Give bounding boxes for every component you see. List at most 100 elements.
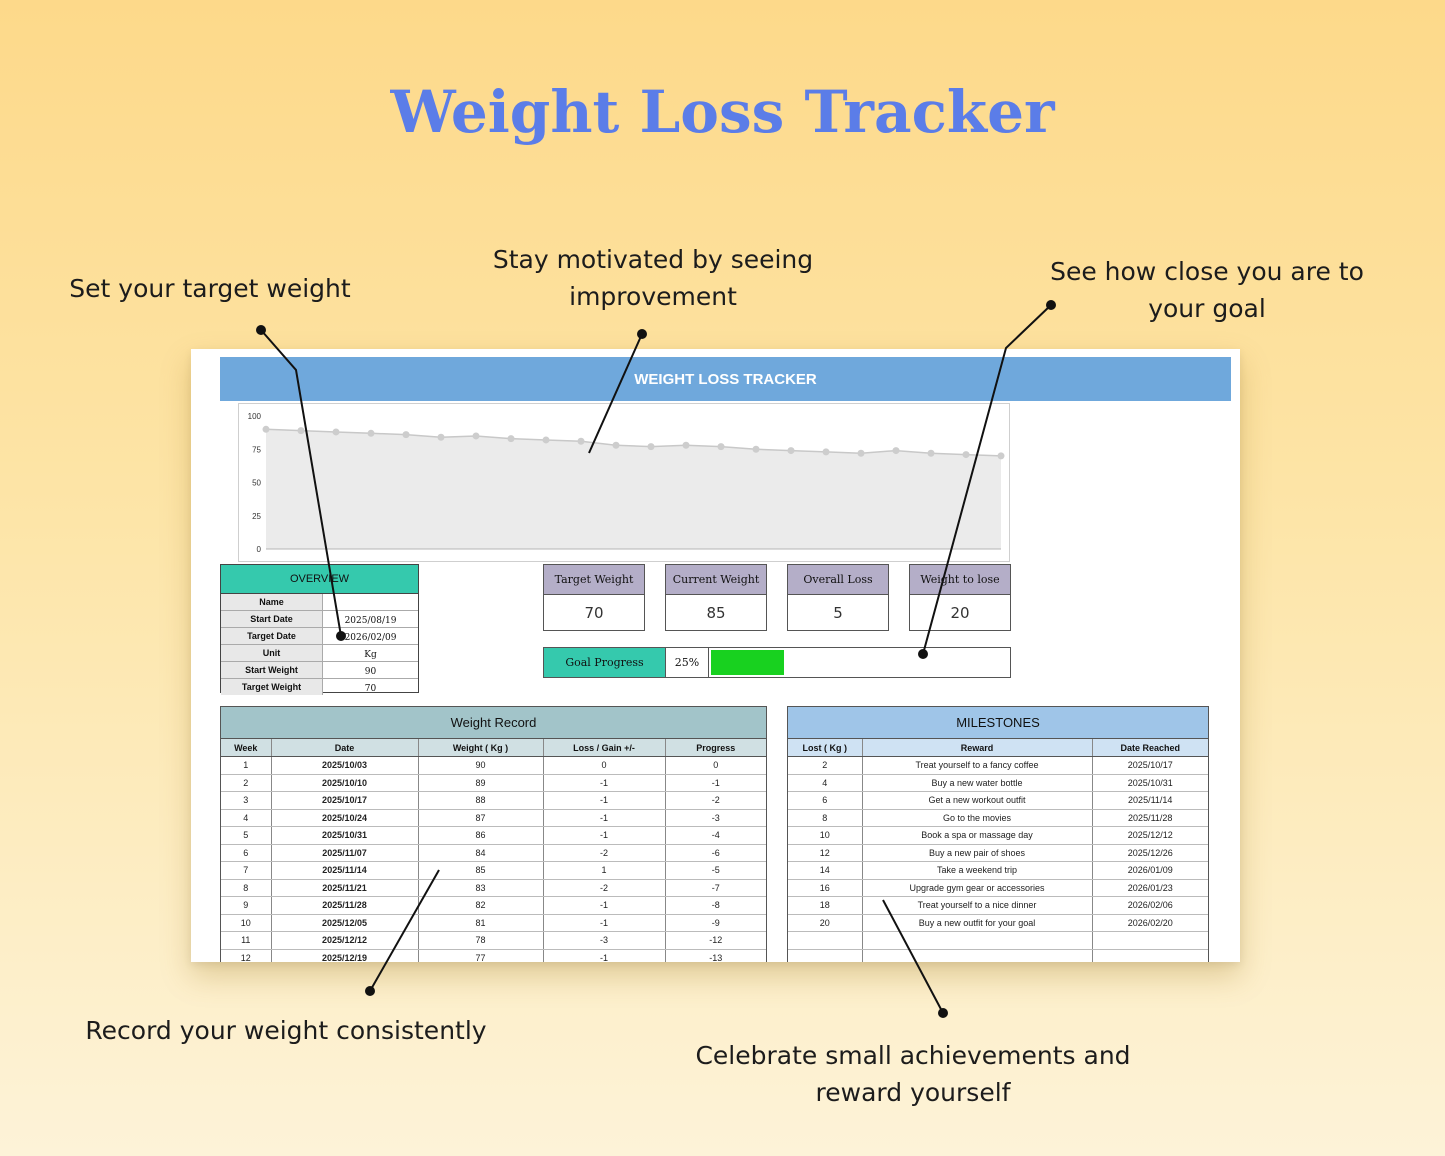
cell-date-reached[interactable]: 2025/12/12 xyxy=(1092,826,1208,845)
overview-value[interactable]: 90 xyxy=(364,666,377,677)
cell-date-reached[interactable] xyxy=(1092,949,1208,962)
cell-week[interactable]: 6 xyxy=(221,844,272,862)
cell-change[interactable]: -1 xyxy=(543,896,666,915)
cell-progress[interactable]: -12 xyxy=(665,931,766,950)
cell-date-reached[interactable] xyxy=(1092,931,1208,950)
overview-value[interactable]: 2025/08/19 xyxy=(344,615,397,626)
cell-weight[interactable]: 87 xyxy=(418,809,544,827)
column-header[interactable]: Date xyxy=(271,739,419,757)
cell-change[interactable]: -1 xyxy=(543,774,666,792)
cell-change[interactable]: -1 xyxy=(543,826,666,845)
cell-reward[interactable]: Book a spa or massage day xyxy=(862,826,1093,845)
cell-date[interactable]: 2025/11/07 xyxy=(271,844,419,862)
cell-lost[interactable]: 10 xyxy=(788,826,863,845)
cell-reward[interactable] xyxy=(862,949,1093,962)
cell-lost[interactable]: 2 xyxy=(788,756,863,775)
cell-week[interactable]: 4 xyxy=(221,809,272,827)
cell-progress[interactable]: -7 xyxy=(665,879,766,897)
cell-lost[interactable] xyxy=(788,949,863,962)
cell-date-reached[interactable]: 2025/10/17 xyxy=(1092,756,1208,775)
cell-weight[interactable]: 90 xyxy=(418,756,544,775)
cell-change[interactable]: -1 xyxy=(543,791,666,810)
cell-progress[interactable]: -2 xyxy=(665,791,766,810)
cell-date[interactable]: 2025/10/17 xyxy=(271,791,419,810)
cell-date[interactable]: 2025/11/21 xyxy=(271,879,419,897)
cell-date-reached[interactable]: 2025/12/26 xyxy=(1092,844,1208,862)
cell-date-reached[interactable]: 2026/01/09 xyxy=(1092,861,1208,880)
cell-date[interactable]: 2025/12/05 xyxy=(271,914,419,932)
cell-week[interactable]: 12 xyxy=(221,949,272,962)
cell-change[interactable]: -2 xyxy=(543,844,666,862)
cell-reward[interactable]: Upgrade gym gear or accessories xyxy=(862,879,1093,897)
overview-value[interactable]: Kg xyxy=(364,649,377,660)
cell-progress[interactable]: -13 xyxy=(665,949,766,962)
cell-date-reached[interactable]: 2026/02/06 xyxy=(1092,896,1208,915)
cell-reward[interactable]: Go to the movies xyxy=(862,809,1093,827)
cell-reward[interactable]: Get a new workout outfit xyxy=(862,791,1093,810)
cell-date-reached[interactable]: 2025/11/14 xyxy=(1092,791,1208,810)
cell-weight[interactable]: 84 xyxy=(418,844,544,862)
cell-weight[interactable]: 82 xyxy=(418,896,544,915)
cell-date[interactable]: 2025/11/14 xyxy=(271,861,419,880)
cell-reward[interactable]: Buy a new water bottle xyxy=(862,774,1093,792)
overview-value[interactable]: 70 xyxy=(364,683,377,694)
cell-lost[interactable]: 8 xyxy=(788,809,863,827)
column-header[interactable]: Loss / Gain +/- xyxy=(543,739,666,757)
cell-week[interactable]: 7 xyxy=(221,861,272,880)
cell-progress[interactable]: -9 xyxy=(665,914,766,932)
cell-progress[interactable]: -3 xyxy=(665,809,766,827)
cell-change[interactable]: 0 xyxy=(543,756,666,775)
column-header[interactable]: Progress xyxy=(665,739,766,757)
cell-reward[interactable] xyxy=(862,931,1093,950)
cell-week[interactable]: 8 xyxy=(221,879,272,897)
cell-date-reached[interactable]: 2026/01/23 xyxy=(1092,879,1208,897)
cell-date-reached[interactable]: 2026/02/20 xyxy=(1092,914,1208,932)
column-header[interactable]: Lost ( Kg ) xyxy=(788,739,863,757)
cell-reward[interactable]: Buy a new pair of shoes xyxy=(862,844,1093,862)
cell-lost[interactable]: 18 xyxy=(788,896,863,915)
cell-date-reached[interactable]: 2025/11/28 xyxy=(1092,809,1208,827)
cell-reward[interactable]: Take a weekend trip xyxy=(862,861,1093,880)
cell-date[interactable]: 2025/10/31 xyxy=(271,826,419,845)
cell-week[interactable]: 3 xyxy=(221,791,272,810)
cell-week[interactable]: 1 xyxy=(221,756,272,775)
cell-lost[interactable]: 12 xyxy=(788,844,863,862)
cell-weight[interactable]: 83 xyxy=(418,879,544,897)
cell-progress[interactable]: -5 xyxy=(665,861,766,880)
cell-lost[interactable]: 4 xyxy=(788,774,863,792)
cell-weight[interactable]: 85 xyxy=(418,861,544,880)
column-header[interactable]: Reward xyxy=(862,739,1093,757)
cell-change[interactable]: -1 xyxy=(543,914,666,932)
cell-week[interactable]: 10 xyxy=(221,914,272,932)
cell-lost[interactable]: 14 xyxy=(788,861,863,880)
cell-date[interactable]: 2025/10/24 xyxy=(271,809,419,827)
cell-reward[interactable]: Buy a new outfit for your goal xyxy=(862,914,1093,932)
cell-reward[interactable]: Treat yourself to a nice dinner xyxy=(862,896,1093,915)
cell-change[interactable]: -1 xyxy=(543,809,666,827)
cell-lost[interactable]: 16 xyxy=(788,879,863,897)
cell-reward[interactable]: Treat yourself to a fancy coffee xyxy=(862,756,1093,775)
cell-lost[interactable]: 6 xyxy=(788,791,863,810)
cell-change[interactable]: -1 xyxy=(543,949,666,962)
cell-progress[interactable]: -8 xyxy=(665,896,766,915)
cell-change[interactable]: 1 xyxy=(543,861,666,880)
cell-week[interactable]: 9 xyxy=(221,896,272,915)
cell-week[interactable]: 11 xyxy=(221,931,272,950)
cell-progress[interactable]: -1 xyxy=(665,774,766,792)
cell-weight[interactable]: 89 xyxy=(418,774,544,792)
cell-date[interactable]: 2025/10/10 xyxy=(271,774,419,792)
cell-change[interactable]: -3 xyxy=(543,931,666,950)
cell-date[interactable]: 2025/10/03 xyxy=(271,756,419,775)
cell-date[interactable]: 2025/12/12 xyxy=(271,931,419,950)
cell-lost[interactable]: 20 xyxy=(788,914,863,932)
cell-date[interactable]: 2025/11/28 xyxy=(271,896,419,915)
column-header[interactable]: Weight ( Kg ) xyxy=(418,739,544,757)
overview-value[interactable]: 2026/02/09 xyxy=(344,632,397,643)
cell-weight[interactable]: 77 xyxy=(418,949,544,962)
cell-week[interactable]: 2 xyxy=(221,774,272,792)
cell-progress[interactable]: 0 xyxy=(665,756,766,775)
cell-date-reached[interactable]: 2025/10/31 xyxy=(1092,774,1208,792)
cell-weight[interactable]: 78 xyxy=(418,931,544,950)
cell-weight[interactable]: 86 xyxy=(418,826,544,845)
column-header[interactable]: Date Reached xyxy=(1092,739,1208,757)
